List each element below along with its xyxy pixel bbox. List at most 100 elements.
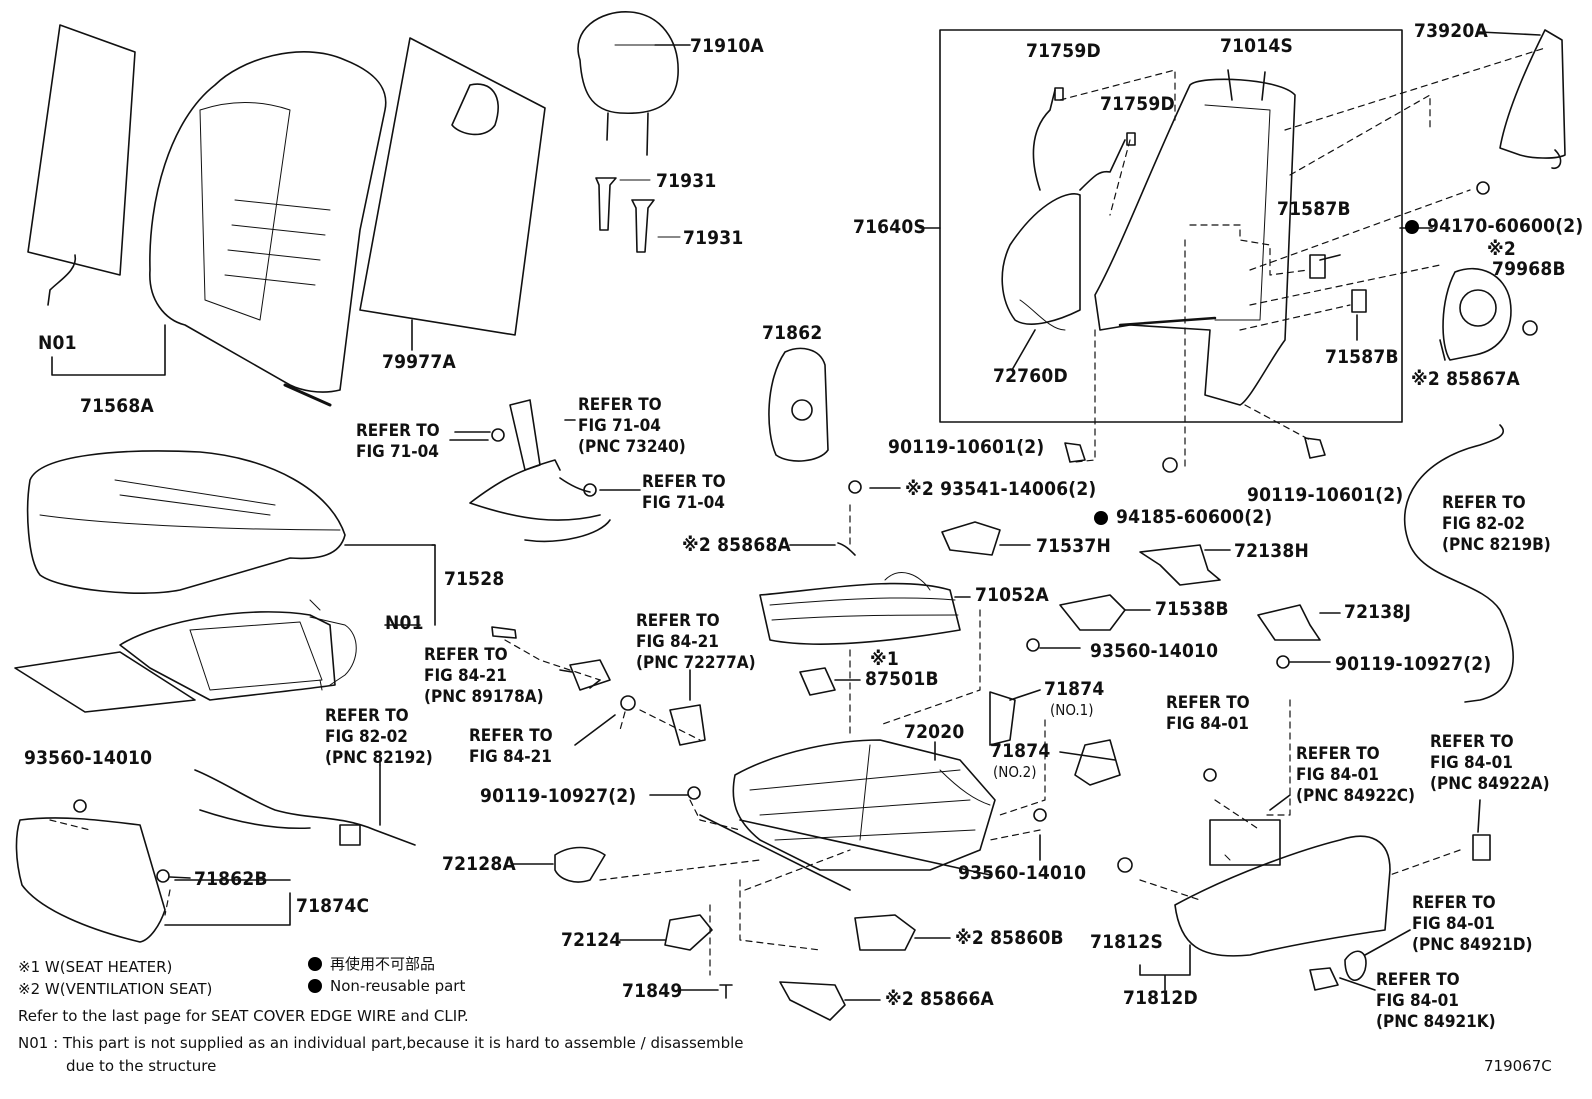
cushion-heater-shape	[14, 651, 196, 713]
label-90119-10927-b: 90119-10927(2)	[480, 785, 637, 807]
label-90119-10927-a: 90119-10927(2)	[1335, 653, 1492, 675]
label-72760D: 72760D	[993, 365, 1068, 387]
label-93541: ※2 93541-14006(2)	[905, 478, 1097, 500]
label-71759D-b: 71759D	[1100, 93, 1175, 115]
label-85867A: ※2 85867A	[1411, 368, 1520, 390]
label-72124: 72124	[561, 929, 622, 951]
part-72138H-shape	[1139, 544, 1221, 586]
label-72138J: 72138J	[1344, 601, 1412, 623]
ref-fig-84-21: REFER TO FIG 84-21	[469, 726, 553, 767]
mark-1: ※1	[870, 648, 899, 670]
label-no1: (NO.1)	[1050, 701, 1094, 719]
note-n01-line1: N01 : This part is not supplied as an in…	[18, 1034, 744, 1052]
label-71568A: 71568A	[80, 395, 154, 417]
ref-fig-71-04-b: REFER TO FIG 71-04	[642, 472, 726, 513]
back-pad-shape	[359, 37, 546, 336]
legend-ventilation-seat: ※2 W(VENTILATION SEAT)	[18, 980, 213, 998]
label-71587B-a: 71587B	[1277, 198, 1351, 220]
label-94185: 94185-60600(2)	[1094, 508, 1272, 527]
note-edge-wire: Refer to the last page for SEAT COVER ED…	[18, 1007, 469, 1025]
ref-fig-71-04-pnc-73240: REFER TO FIG 71-04 (PNC 73240)	[578, 395, 686, 457]
ref-fig-84-01-pnc-84922c: REFER TO FIG 84-01 (PNC 84922C)	[1296, 744, 1415, 806]
label-72138H: 72138H	[1234, 540, 1309, 562]
label-71759D-a: 71759D	[1026, 40, 1101, 62]
figure-id: 719067C	[1484, 1057, 1552, 1075]
label-71052A: 71052A	[975, 584, 1049, 606]
spring-mat-shape	[759, 582, 961, 645]
part-72138J-shape	[1257, 604, 1321, 641]
legend-seat-heater: ※1 W(SEAT HEATER)	[18, 958, 173, 976]
label-71931-b: 71931	[683, 227, 744, 249]
label-71538B: 71538B	[1155, 598, 1229, 620]
part-72124-shape	[664, 914, 713, 951]
ref-fig-84-01: REFER TO FIG 84-01	[1166, 693, 1250, 734]
mark-2-79968B: ※2	[1487, 238, 1516, 260]
label-n01-back: N01	[38, 332, 77, 354]
label-85868A: ※2 85868A	[682, 534, 791, 556]
backframe-group-box	[939, 29, 1403, 423]
label-71014S: 71014S	[1220, 35, 1293, 57]
ref-fig-84-01-pnc-84922a: REFER TO FIG 84-01 (PNC 84922A)	[1430, 732, 1550, 794]
blower-85860B-shape	[854, 914, 916, 951]
label-72020: 72020	[904, 721, 965, 743]
label-71537H: 71537H	[1036, 535, 1111, 557]
label-71640S: 71640S	[853, 216, 926, 238]
part-71538B-shape	[1059, 594, 1126, 631]
label-79977A: 79977A	[382, 351, 456, 373]
label-79968B: 79968B	[1492, 258, 1566, 280]
legend-non-reusable-jp: 再使用不可部品	[308, 953, 435, 974]
ref-fig-84-01-pnc-84921k: REFER TO FIG 84-01 (PNC 84921K)	[1376, 970, 1496, 1032]
heater-wire-shape	[47, 254, 76, 306]
label-71874-no2: 71874	[990, 740, 1051, 762]
label-90119-10601-b: 90119-10601(2)	[1247, 484, 1404, 506]
side-cover-71874C-shape	[15, 817, 166, 943]
label-85860B: ※2 85860B	[955, 927, 1064, 949]
label-71862B: 71862B	[194, 868, 268, 890]
label-94170: 94170-60600(2)	[1405, 217, 1583, 236]
label-71812S: 71812S	[1090, 931, 1163, 953]
ref-fig-71-04-a: REFER TO FIG 71-04	[356, 421, 440, 462]
ref-fig-82-02-pnc-8219b: REFER TO FIG 82-02 (PNC 8219B)	[1442, 493, 1551, 555]
side-cover-71812-shape	[1174, 835, 1391, 957]
label-71849: 71849	[622, 980, 683, 1002]
non-reusable-dot	[308, 957, 322, 971]
ref-fig-84-21-pnc-89178a: REFER TO FIG 84-21 (PNC 89178A)	[424, 645, 544, 707]
non-reusable-dot	[308, 979, 322, 993]
label-71874C: 71874C	[296, 895, 370, 917]
seatback-cover-shape	[149, 51, 387, 393]
label-71587B-b: 71587B	[1325, 346, 1399, 368]
headrest-shape	[577, 11, 679, 115]
label-71910A: 71910A	[690, 35, 764, 57]
seat-track-shape	[732, 739, 996, 871]
label-71862: 71862	[762, 322, 823, 344]
label-no2: (NO.2)	[993, 763, 1037, 781]
label-71874-no1: 71874	[1044, 678, 1105, 700]
ref-fig-84-21-pnc-72277a: REFER TO FIG 84-21 (PNC 72277A)	[636, 611, 756, 673]
label-72128A: 72128A	[442, 853, 516, 875]
label-90119-10601-a: 90119-10601(2)	[888, 436, 1045, 458]
cushion-cover-shape	[26, 450, 346, 594]
label-71931-a: 71931	[656, 170, 717, 192]
duct-85866A-shape	[779, 981, 846, 1021]
non-reusable-dot	[1405, 220, 1419, 234]
label-87501B: 87501B	[865, 668, 939, 690]
ref-fig-84-01-pnc-84921d: REFER TO FIG 84-01 (PNC 84921D)	[1412, 893, 1533, 955]
label-71812D: 71812D	[1123, 987, 1198, 1009]
label-93560-a: 93560-14010	[1090, 640, 1219, 662]
cover-73920A-shape	[1499, 29, 1566, 159]
label-85866A: ※2 85866A	[885, 988, 994, 1010]
label-93560-b: 93560-14010	[958, 862, 1087, 884]
non-reusable-dot	[1094, 511, 1108, 525]
label-73920A: 73920A	[1414, 20, 1488, 42]
label-n01-cushion: N01	[385, 612, 424, 634]
label-71528: 71528	[444, 568, 505, 590]
label-93560-c: 93560-14010	[24, 747, 153, 769]
part-71537H-shape	[941, 521, 1001, 556]
backframe-shape	[1094, 78, 1296, 406]
seatback-board-shape	[27, 24, 136, 276]
note-n01-line2: due to the structure	[66, 1057, 217, 1075]
lumbar-shape	[1001, 193, 1081, 325]
lever-72128A-shape	[554, 846, 606, 883]
ref-fig-82-02-pnc-82192: REFER TO FIG 82-02 (PNC 82192)	[325, 706, 433, 768]
